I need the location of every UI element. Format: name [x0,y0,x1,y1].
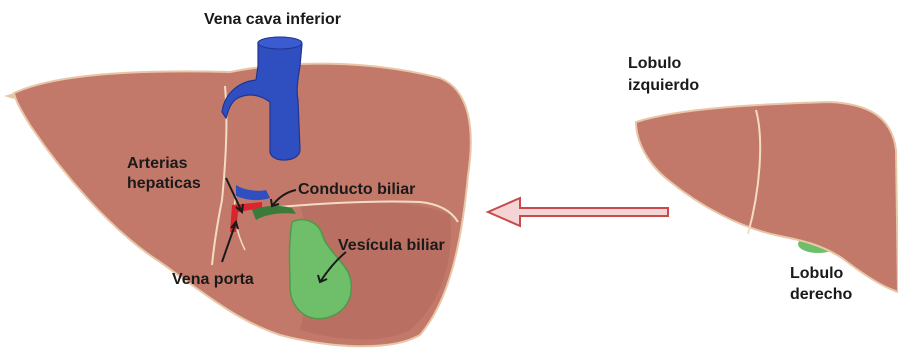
label-conducto: Conducto biliar [298,181,415,198]
vena-cava-top [258,37,302,49]
label-lobulo-der-1: Lobulo [790,265,844,282]
label-lobulo-izq-2: izquierdo [628,77,699,94]
label-arterias-2: hepaticas [127,175,201,192]
label-lobulo-izq-1: Lobulo [628,55,682,72]
direction-arrow [488,198,668,226]
liver-tip [4,93,14,99]
label-vena-cava: Vena cava inferior [204,11,341,28]
label-vesicula: Vesícula biliar [338,237,445,254]
label-vena-porta: Vena porta [172,271,254,288]
direction-arrow-shape [488,198,668,226]
small-liver [636,102,898,292]
label-lobulo-der-2: derecho [790,286,852,303]
small-liver-body [636,102,898,292]
label-arterias-1: Arterias [127,155,188,172]
